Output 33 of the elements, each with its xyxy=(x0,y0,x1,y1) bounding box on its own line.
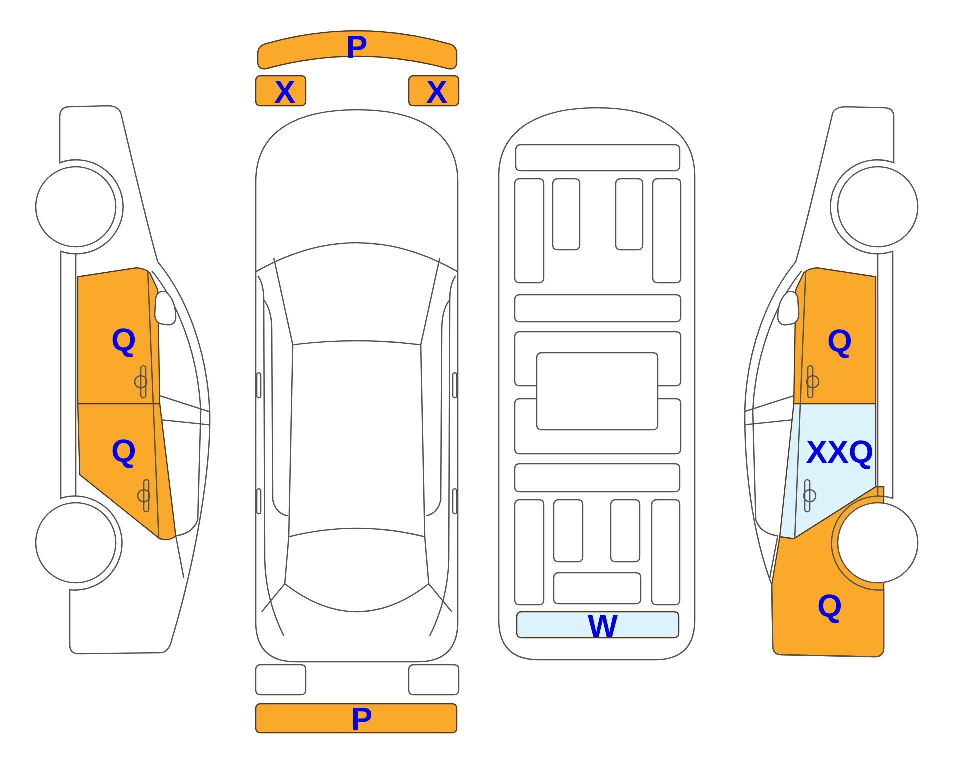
damage-code: X xyxy=(274,76,296,108)
underbody-section xyxy=(553,499,584,563)
damage-code: W xyxy=(588,610,618,642)
underbody-section xyxy=(514,178,545,284)
underbody-section xyxy=(615,178,644,251)
taillight-outline xyxy=(408,664,460,696)
damage-code: Q xyxy=(112,324,136,356)
door-panel xyxy=(77,267,161,405)
underbody-section xyxy=(552,178,581,251)
damage-code: Q xyxy=(818,590,842,622)
damage-code: X xyxy=(426,76,448,108)
bumper-panel xyxy=(257,30,458,71)
damage-code: P xyxy=(346,31,368,63)
underbody-section xyxy=(610,499,641,563)
headlight-panel xyxy=(408,75,460,107)
underbody-section xyxy=(514,499,545,606)
damage-code: Q xyxy=(112,435,136,467)
underbody-section xyxy=(514,463,681,493)
underbody-section xyxy=(553,572,642,605)
bumper-panel xyxy=(255,703,458,734)
underbody-section xyxy=(514,294,682,323)
damage-code: XXQ xyxy=(806,436,874,468)
underbody-section xyxy=(536,352,659,431)
underbody-section xyxy=(651,499,681,606)
door-panel xyxy=(77,403,177,541)
taillight-outline xyxy=(255,664,307,696)
damage-code: Q xyxy=(828,325,852,357)
door-panel xyxy=(793,267,877,405)
underbody-section xyxy=(652,178,682,284)
underbody-panel xyxy=(516,611,680,639)
headlight-panel xyxy=(255,75,307,107)
damage-code: P xyxy=(351,703,373,735)
underbody-section xyxy=(515,144,681,172)
